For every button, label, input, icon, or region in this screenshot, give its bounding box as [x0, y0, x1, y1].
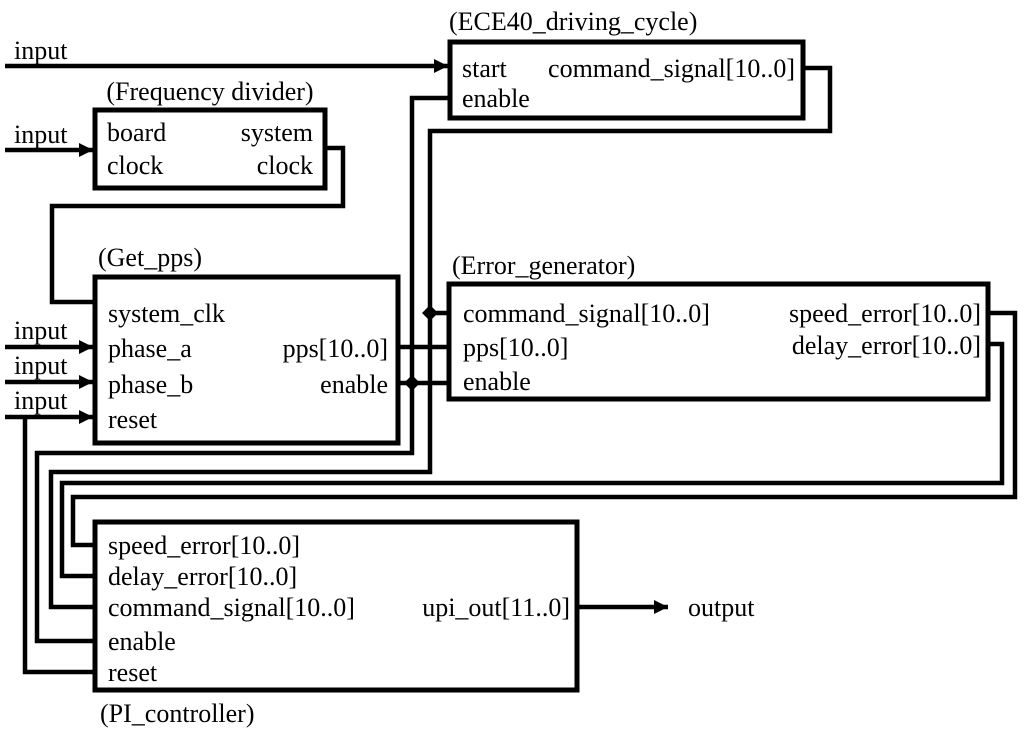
port-enable-out: enable [320, 370, 388, 399]
junction-enable [404, 375, 420, 391]
port-phase-a: phase_a [108, 334, 192, 363]
port-command-signal-in: command_signal[10..0] [108, 593, 355, 622]
block-title: (Get_pps) [98, 243, 202, 272]
block-outline [446, 281, 991, 402]
port-board-clock: clock [107, 151, 163, 180]
junction-command-signal [422, 305, 438, 321]
block-title: (PI_controller) [100, 699, 255, 728]
port-pps-in: pps[10..0] [463, 333, 568, 362]
port-pps-out: pps[10..0] [283, 334, 388, 363]
port-enable-in: enable [463, 367, 531, 396]
label-input-start: input [14, 36, 68, 65]
port-command-signal-in: command_signal[10..0] [463, 299, 710, 328]
port-enable-in: enable [108, 627, 176, 656]
port-start: start [462, 54, 508, 83]
block-title: (ECE40_driving_cycle) [449, 7, 697, 36]
port-command-signal-out: command_signal[10..0] [548, 54, 795, 83]
block-ece40-driving-cycle: (ECE40_driving_cycle) start command_sign… [447, 7, 806, 121]
block-error-generator: (Error_generator) command_signal[10..0] … [446, 251, 991, 402]
label-input-board-clock: input [14, 120, 68, 149]
label-output: output [688, 593, 755, 622]
wire-system-clock-to-system-clk [49, 145, 346, 305]
wire-enable-net [34, 95, 452, 644]
label-input-phase-a: input [14, 316, 68, 345]
wire-delay-error-net [59, 341, 1005, 579]
wire-reset-to-pi-controller [22, 417, 97, 675]
port-board: board [107, 118, 166, 147]
block-pi-controller: speed_error[10..0] delay_error[10..0] co… [92, 519, 580, 728]
block-outline [92, 519, 580, 693]
label-input-reset: input [14, 386, 68, 415]
port-speed-error-in: speed_error[10..0] [108, 531, 300, 560]
port-delay-error-in: delay_error[10..0] [108, 562, 297, 591]
block-title: (Error_generator) [452, 251, 635, 280]
block-title: (Frequency divider) [106, 77, 313, 106]
block-outline [447, 39, 806, 121]
port-reset-in: reset [108, 658, 158, 687]
port-phase-b: phase_b [108, 370, 193, 399]
port-system-clock: clock [257, 151, 313, 180]
port-reset: reset [108, 405, 158, 434]
block-outline [92, 274, 401, 446]
port-upi-out: upi_out[11..0] [422, 593, 570, 622]
port-enable: enable [462, 84, 530, 113]
port-system: system [241, 118, 313, 147]
port-delay-error-out: delay_error[10..0] [792, 331, 981, 360]
label-input-phase-b: input [14, 351, 68, 380]
block-get-pps: (Get_pps) system_clk phase_a phase_b res… [92, 243, 401, 446]
block-frequency-divider: (Frequency divider) board system clock c… [92, 77, 328, 191]
block-outline [92, 107, 328, 191]
wire-command-signal-net [48, 65, 833, 610]
wire-speed-error-net [70, 310, 1018, 548]
port-system-clk: system_clk [108, 299, 225, 328]
port-speed-error-out: speed_error[10..0] [789, 299, 981, 328]
